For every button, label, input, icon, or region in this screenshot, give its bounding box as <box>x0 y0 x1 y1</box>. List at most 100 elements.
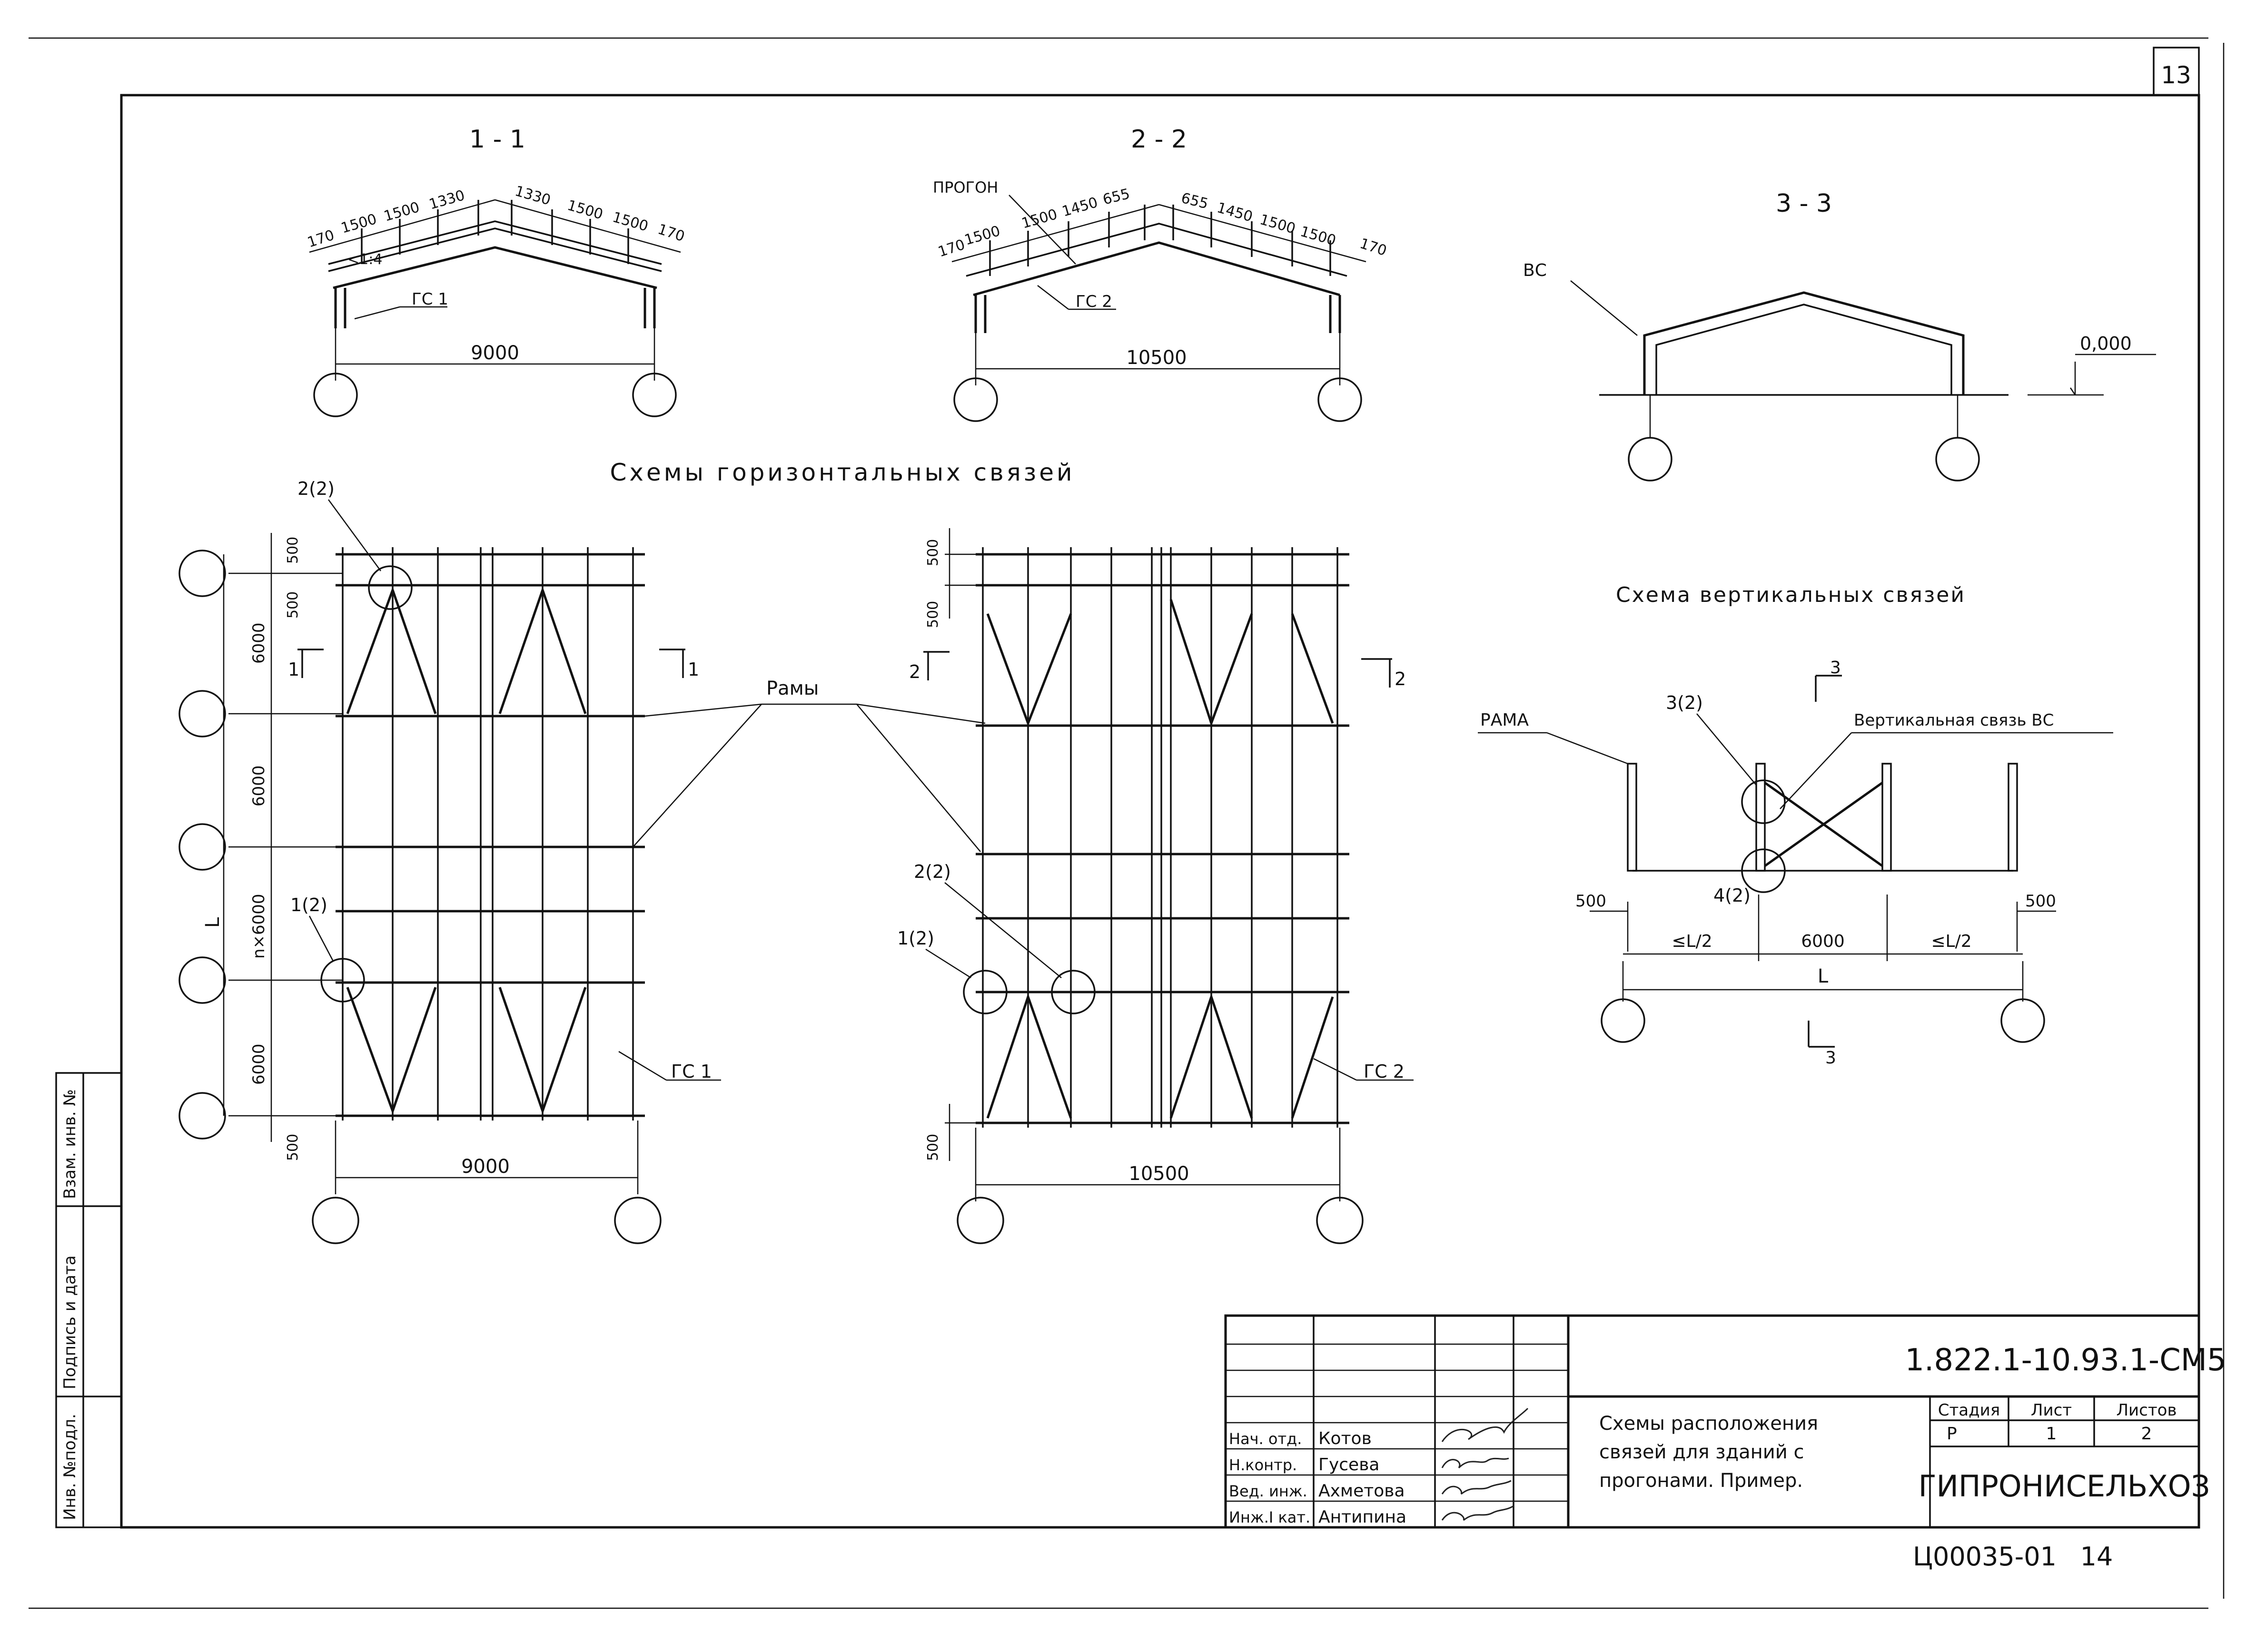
vb-callout-bottom-label: 4(2) <box>1713 885 1751 906</box>
signature-3 <box>1441 1480 1512 1495</box>
vertical-bracing-scheme: Схема вертикальных связей РАМА 3(2) 4(2)… <box>1478 583 2113 1068</box>
role-1: Нач. отд. <box>1229 1430 1302 1448</box>
side-stamp-signature-date: Подпись и дата <box>60 1255 79 1389</box>
hl-beam-label: ГС 1 <box>671 1061 712 1082</box>
s22-span: 10500 <box>1126 347 1187 369</box>
name-2: Гусева <box>1318 1455 1379 1475</box>
hl-dim-500-bottom: 500 <box>285 1134 301 1161</box>
drawing-code: 1.822.1-10.93.1-СМ5 <box>1905 1343 2226 1378</box>
s11-dim-2: 1500 <box>339 211 379 237</box>
hl-dim-500-top: 500 <box>285 537 301 564</box>
vb-callout-bottom <box>1741 848 1786 893</box>
horizontal-left-plan: 2(2) 1(2) ГС 1 1 1 500 500 6000 6000 n×6… <box>178 478 721 1244</box>
vb-cut-bottom: 3 <box>1825 1048 1836 1068</box>
hl-cut-left: 1 <box>288 659 299 680</box>
hl-dim-6000-c: 6000 <box>249 1043 268 1085</box>
s33-level: 0,000 <box>2080 333 2132 354</box>
section-3-3-label: 3 - 3 <box>1776 189 1832 218</box>
side-stamp: Инв. №подл. Подпись и дата Взам. инв. № <box>55 1072 122 1528</box>
s11-dim-7: 1500 <box>611 209 650 235</box>
s33-axis-right <box>1935 437 1980 482</box>
hr-callout-a-label: 2(2) <box>914 861 951 882</box>
stage-value: Р <box>1947 1424 1957 1444</box>
s11-slope: <1:4 <box>347 251 382 268</box>
title-block: 1.822.1-10.93.1-СМ5 Схемы расположения с… <box>1224 1314 2226 1529</box>
s11-dim-1: 170 <box>306 227 336 251</box>
role-4: Инж.I кат. <box>1229 1508 1310 1526</box>
s11-dim-3: 1500 <box>382 199 422 225</box>
vb-dim-right: ≤L/2 <box>1931 932 1971 951</box>
vertical-bracing-title: Схема вертикальных связей <box>1616 583 1966 607</box>
s11-dim-8: 170 <box>656 221 687 245</box>
vb-dim-total: L <box>1818 965 1829 987</box>
hl-dim-6000-a: 6000 <box>249 622 268 664</box>
hl-axis-4 <box>178 956 226 1004</box>
s22-dim-5: 655 <box>1101 186 1131 208</box>
section-1-1-label: 1 - 1 <box>469 125 525 154</box>
sheets-value: 2 <box>2141 1424 2152 1444</box>
hr-dim-500-bottom: 500 <box>925 1134 941 1161</box>
s22-axis-left <box>953 377 998 422</box>
drawing-title-line-2: связей для зданий с <box>1599 1441 1804 1463</box>
s11-beam-label: ГС 1 <box>412 290 448 309</box>
hr-axis-bottom-left <box>957 1197 1004 1244</box>
s11-dim-6: 1500 <box>565 197 605 223</box>
s22-dim-2: 1500 <box>963 223 1002 249</box>
inventory-number: Ц00035-01 <box>1913 1542 2057 1572</box>
section-1-1: 1 - 1 170 1500 1500 1330 1330 1500 1500 … <box>306 125 687 417</box>
vb-dim-left-500: 500 <box>1575 892 1606 911</box>
s11-span: 9000 <box>471 342 519 364</box>
s22-purlin-label: ПРОГОН <box>933 178 998 197</box>
drawing-title-line-1: Схемы расположения <box>1599 1413 1818 1435</box>
role-2: Н.контр. <box>1229 1456 1297 1474</box>
hr-beam-label: ГС 2 <box>1364 1061 1405 1082</box>
s33-bracing-label: ВС <box>1523 261 1547 280</box>
hl-cut-right: 1 <box>688 659 699 680</box>
side-stamp-inv-no: Инв. №подл. <box>60 1414 79 1520</box>
s22-axis-right <box>1317 377 1362 422</box>
horizontal-right-plan: 2(2) 1(2) ГС 2 2 2 500 500 500 10500 <box>897 528 1414 1244</box>
s22-dim-1: 170 <box>936 236 967 261</box>
page-number: 13 <box>2161 61 2191 89</box>
hr-cut-right: 2 <box>1395 669 1406 689</box>
organization: ГИПРОНИСЕЛЬХОЗ <box>1919 1469 2210 1504</box>
sheets-header: Листов <box>2116 1401 2177 1420</box>
name-4: Антипина <box>1318 1507 1406 1527</box>
drawing-title-line-3: прогонами. Пример. <box>1599 1470 1803 1492</box>
signature-4 <box>1441 1505 1514 1521</box>
side-stamp-replaced-inv: Взам. инв. № <box>60 1089 79 1199</box>
s33-axis-left <box>1628 437 1672 482</box>
vb-dim-mid: 6000 <box>1801 932 1845 951</box>
vb-axis-right <box>2000 998 2045 1043</box>
vb-dim-left: ≤L/2 <box>1672 932 1712 951</box>
signature-2 <box>1441 1457 1509 1469</box>
vb-callout-top <box>1741 779 1786 824</box>
hl-callout-top-label: 2(2) <box>297 478 335 499</box>
vb-dim-right-500: 500 <box>2025 892 2056 911</box>
hr-axis-bottom-right <box>1316 1197 1364 1244</box>
s22-dim-9: 1500 <box>1298 223 1338 249</box>
s22-dim-10: 170 <box>1358 235 1389 259</box>
hl-axis-1 <box>178 550 226 597</box>
hl-dim-n6000: n×6000 <box>249 894 268 959</box>
hl-axis-3 <box>178 823 226 871</box>
frames-label: Рамы <box>766 678 819 699</box>
hl-span: 9000 <box>461 1156 510 1178</box>
hl-dim-500-second: 500 <box>285 591 301 619</box>
sheet-value: 1 <box>2046 1424 2057 1444</box>
hl-dim-6000-b: 6000 <box>249 765 268 806</box>
vb-cut-top: 3 <box>1830 658 1841 678</box>
s11-axis-right <box>632 373 677 417</box>
name-1: Котов <box>1318 1429 1372 1448</box>
hl-axis-bottom-left <box>312 1197 359 1244</box>
s22-dim-3: 1500 <box>1020 206 1059 232</box>
section-2-2-label: 2 - 2 <box>1131 125 1187 154</box>
vb-axis-left <box>1601 998 1645 1043</box>
stage-header: Стадия <box>1938 1401 2000 1420</box>
hl-dim-L: L <box>202 917 224 928</box>
hl-axis-bottom-right <box>614 1197 662 1244</box>
role-3: Вед. инж. <box>1229 1482 1307 1500</box>
vb-callout-top-label: 3(2) <box>1666 692 1703 713</box>
hr-cut-left: 2 <box>909 661 920 682</box>
